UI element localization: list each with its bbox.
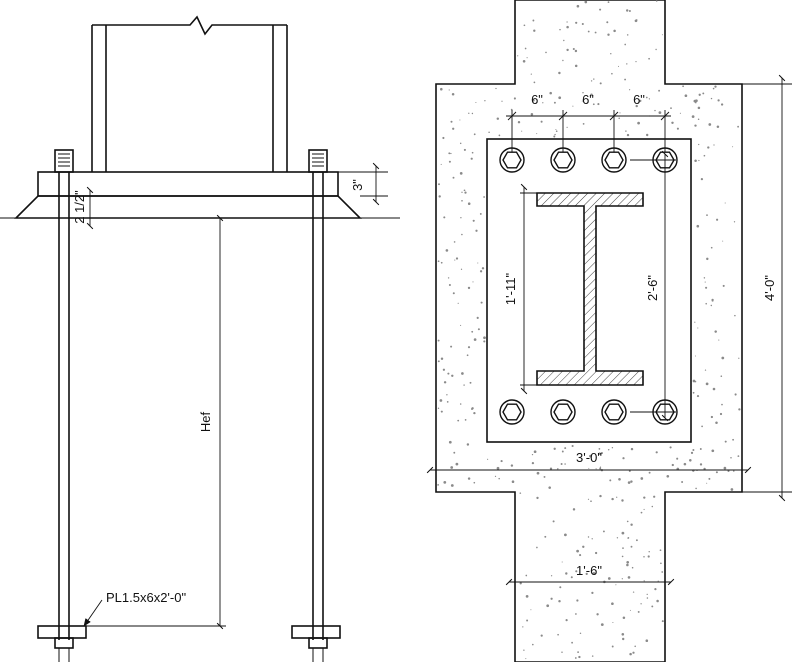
- grout-pad: [14, 195, 362, 219]
- plan-base-plate: [486, 138, 692, 443]
- embedment-dimension: Hef: [86, 214, 226, 630]
- grout-dimension: 2 1/2": [72, 186, 94, 230]
- anchor-rod-right: [291, 149, 341, 662]
- anchor-bolts: [499, 147, 678, 425]
- anchor-bolt: [550, 399, 576, 425]
- anchor-plate-label: PL1.5x6x2'-0": [106, 590, 186, 605]
- column-depth-dimension: 1'-11": [503, 183, 540, 395]
- bolt-row-label: 2'-6": [645, 275, 660, 301]
- bolt-spacing-label-1: 6": [531, 92, 543, 107]
- bolt-row-dimension: 2'-6": [630, 150, 676, 422]
- plan-view: 6" 6" 6" 1'-11" 2'-6" 3'-0" 4': [426, 0, 792, 662]
- pedestal-width-label: 3'-0": [576, 450, 602, 465]
- anchor-plate-callout: PL1.5x6x2'-0": [83, 590, 186, 627]
- column-section: [536, 192, 644, 386]
- column-depth-label: 1'-11": [503, 273, 518, 306]
- pedestal-width-dimension: 3'-0": [426, 450, 752, 474]
- concrete-texture: [437, 0, 741, 660]
- pedestal-height-label: 4'-0": [762, 275, 777, 301]
- bolt-spacing-label-2: 6": [582, 92, 594, 107]
- bolt-spacing-label-3: 6": [633, 92, 645, 107]
- elevation-view: 3" 2 1/2" Hef PL1.5x6x2'-0": [0, 15, 400, 662]
- steel-column: [91, 15, 288, 172]
- pedestal-height-dimension: 4'-0": [742, 74, 792, 502]
- anchor-rod-left: [37, 149, 87, 662]
- pier-width-dimension: 1'-6": [505, 563, 675, 586]
- embedment-label: Hef: [198, 411, 213, 432]
- embed-plate-left: [37, 625, 87, 639]
- anchor-bolt: [601, 399, 627, 425]
- grout-label: 2 1/2": [72, 190, 87, 224]
- anchor-bolt: [499, 147, 525, 173]
- anchor-bolt: [499, 399, 525, 425]
- bolt-spacing-dimensions: 6" 6" 6": [506, 92, 671, 152]
- pier-width-label: 1'-6": [576, 563, 602, 578]
- embed-plate-right: [291, 625, 341, 639]
- anchor-bolt: [601, 147, 627, 173]
- plate-thickness-label: 3": [350, 179, 365, 191]
- plate-thickness-dimension: 3": [338, 162, 388, 206]
- column-break-line: [92, 15, 287, 36]
